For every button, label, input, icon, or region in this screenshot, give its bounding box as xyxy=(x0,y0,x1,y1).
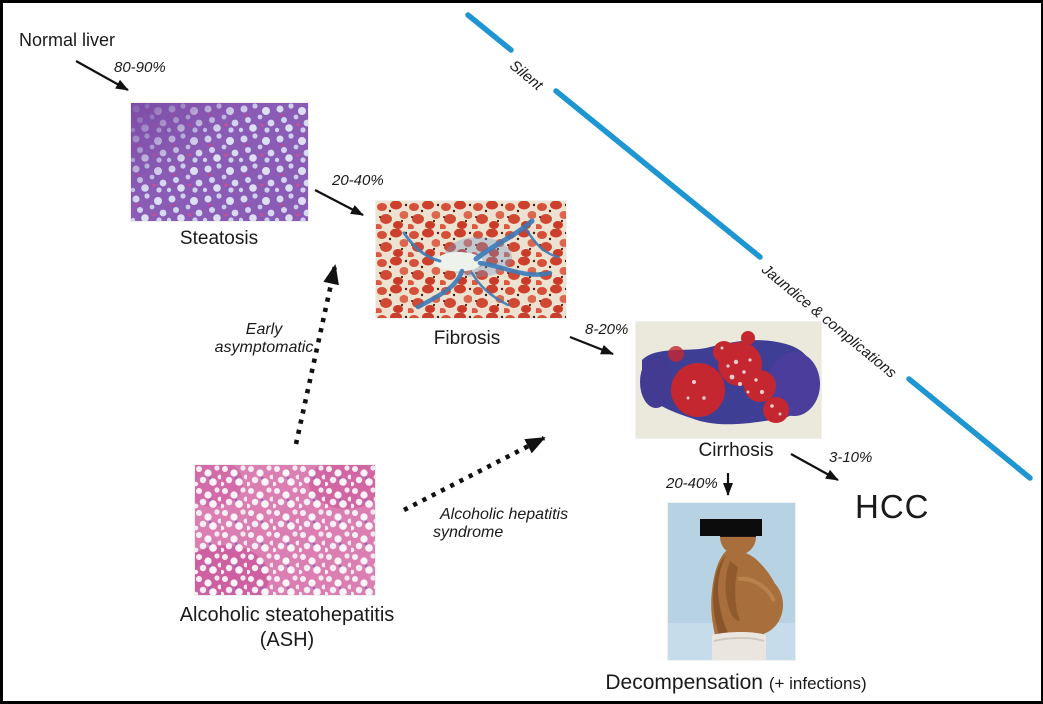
timeline-segment-3 xyxy=(906,376,1033,481)
cirrhosis-micrograph xyxy=(636,322,821,438)
note-early-asymptomatic: Early asymptomatic xyxy=(214,321,314,357)
ash-micrograph xyxy=(195,465,375,595)
fibrosis-micrograph xyxy=(376,201,566,318)
label-hcc: HCC xyxy=(855,488,930,525)
rate-steatosis-to-fibrosis: 20-40% xyxy=(332,172,384,189)
label-normal-liver: Normal liver xyxy=(19,30,116,50)
note-alcoholic-hepatitis-syndrome: Alcoholic hepatitis syndrome xyxy=(433,506,569,542)
steatosis-micrograph xyxy=(131,103,308,221)
label-decompensation-note: (+ infections) xyxy=(768,674,867,693)
decompensation-photo xyxy=(668,503,795,660)
rate-normal-to-steatosis: 80-90% xyxy=(114,59,166,76)
rate-cirrhosis-to-decompensation: 20-40% xyxy=(666,475,718,492)
timeline-segment-2 xyxy=(553,88,763,260)
label-ash: Alcoholic steatohepatitis (ASH) xyxy=(179,604,395,651)
arrow-ash-to-cirrhosis-dotted xyxy=(402,435,546,513)
rate-cirrhosis-to-hcc: 3-10% xyxy=(829,449,873,466)
label-fibrosis: Fibrosis xyxy=(433,328,501,349)
label-decompensation: Decompensation (+ infections) xyxy=(605,671,867,694)
arrow-fibrosis-to-cirrhosis xyxy=(569,335,614,356)
label-cirrhosis: Cirrhosis xyxy=(698,440,774,461)
rate-fibrosis-to-cirrhosis: 8-20% xyxy=(585,321,629,338)
arrow-steatosis-to-fibrosis xyxy=(314,189,364,216)
label-steatosis: Steatosis xyxy=(179,228,259,249)
timeline-segment-1 xyxy=(465,12,514,53)
timeline-label-silent: Silent xyxy=(506,57,546,94)
